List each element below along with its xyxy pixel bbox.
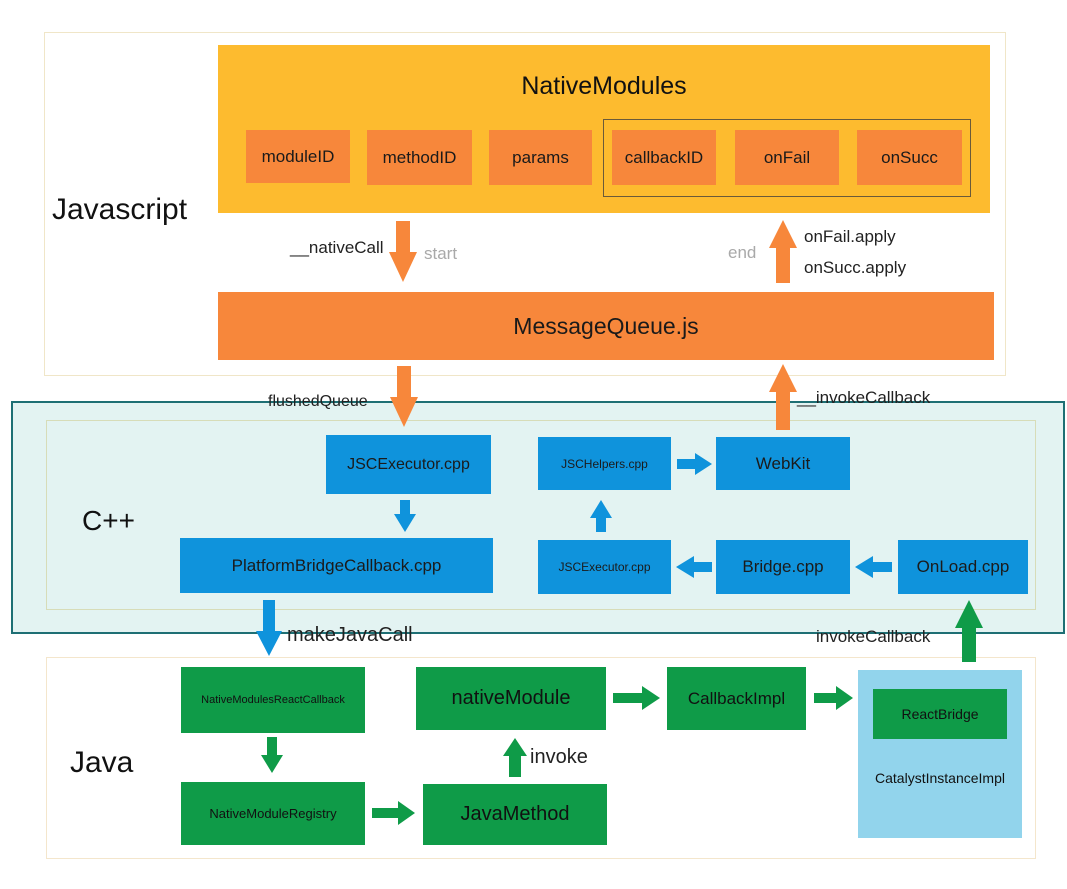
webkit-block: WebKit xyxy=(716,437,850,490)
invoke-label: invoke xyxy=(530,746,588,768)
invoke-callback-up-arrow xyxy=(769,364,797,430)
end-label: end xyxy=(728,243,757,262)
start-label: start xyxy=(424,244,458,263)
native-call-arrow xyxy=(389,221,417,282)
javascript-section-frame xyxy=(44,32,1006,376)
native-call-label: __nativeCall xyxy=(290,238,384,257)
jsc-executor-top-block: JSCExecutor.cpp xyxy=(326,435,491,494)
end-up-arrow xyxy=(769,220,797,283)
catalyst-instance-impl-label: CatalystInstanceImpl xyxy=(875,770,1005,786)
native-modules-block xyxy=(218,45,990,213)
invoke-callback-js-label: __invokeCallback xyxy=(797,388,931,407)
native-modules-title: NativeModules xyxy=(521,71,687,100)
bridge-block: Bridge.cpp xyxy=(716,540,850,594)
on-succ-apply-label: onSucc.apply xyxy=(804,258,907,277)
native-module-block: nativeModule xyxy=(416,667,606,730)
flushed-queue-arrow xyxy=(390,366,418,427)
cpp-section-label: C++ xyxy=(82,505,135,536)
callback-react-to-registry-arrow xyxy=(261,737,283,773)
registry-to-java-method-arrow xyxy=(372,801,415,825)
react-bridge-block: ReactBridge xyxy=(873,689,1007,739)
jsc-helpers-block: JSCHelpers.cpp xyxy=(538,437,671,490)
field-on-fail: onFail xyxy=(735,130,839,185)
callback-impl-block: CallbackImpl xyxy=(667,667,806,730)
field-module-id: moduleID xyxy=(246,130,350,183)
field-on-succ: onSucc xyxy=(857,130,962,185)
cpp-inner-frame xyxy=(46,420,1036,610)
native-modules-react-callback-block: NativeModulesReactCallback xyxy=(181,667,365,733)
java-method-to-native-module-arrow xyxy=(503,738,527,777)
platform-bridge-callback-block: PlatformBridgeCallback.cpp xyxy=(180,538,493,593)
bridge-to-executor-arrow xyxy=(676,556,712,578)
jsc-executor-bottom-block: JSCExecutor.cpp xyxy=(538,540,671,594)
invoke-callback-java-label: invokeCallback xyxy=(816,627,931,646)
on-fail-apply-label: onFail.apply xyxy=(804,227,896,246)
java-section-frame xyxy=(46,657,1036,859)
onload-block: OnLoad.cpp xyxy=(898,540,1028,594)
helpers-to-webkit-arrow xyxy=(677,453,712,475)
native-module-registry-block: NativeModuleRegistry xyxy=(181,782,365,845)
field-method-id: methodID xyxy=(367,130,472,185)
java-section-label: Java xyxy=(70,746,134,779)
java-method-block: JavaMethod xyxy=(423,784,607,845)
field-callback-id: callbackID xyxy=(612,130,716,185)
onload-to-bridge-arrow xyxy=(855,556,892,578)
make-java-call-arrow xyxy=(256,600,282,656)
executor-to-helpers-arrow xyxy=(590,500,612,532)
make-java-call-label: makeJavaCall xyxy=(287,624,413,646)
callback-impl-to-catalyst-arrow xyxy=(814,686,853,710)
message-queue-block: MessageQueue.js xyxy=(218,292,994,360)
field-params: params xyxy=(489,130,592,185)
jsc-to-platform-arrow xyxy=(394,500,416,532)
javascript-section-label: Javascript xyxy=(52,193,188,226)
callback-group-frame xyxy=(603,119,971,197)
native-module-to-callback-impl-arrow xyxy=(613,686,660,710)
flushed-queue-label: flushedQueue xyxy=(268,393,368,410)
invoke-callback-up-green-arrow xyxy=(955,600,983,662)
